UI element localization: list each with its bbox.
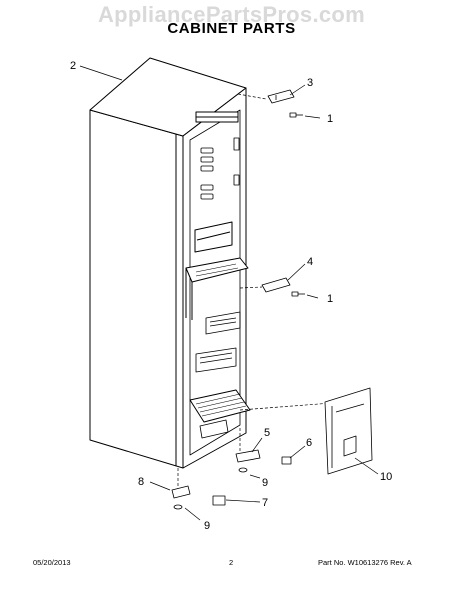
callout-9-left: 9 — [204, 520, 210, 532]
footer-part-info: Part No. W10613276 Rev. A — [318, 558, 412, 567]
front-roller-part — [212, 495, 226, 506]
footer-date: 05/20/2013 — [33, 558, 71, 567]
callout-2: 2 — [70, 60, 76, 72]
callout-7: 7 — [262, 497, 268, 509]
leveling-bracket — [235, 449, 261, 473]
front-leg-bracket — [171, 485, 191, 510]
callout-1-upper: 1 — [327, 113, 333, 125]
middle-hinge-part — [261, 277, 291, 293]
callout-10: 10 — [380, 471, 392, 483]
watermark: AppliancePartsPros.com — [97, 2, 366, 27]
screw-middle — [291, 291, 305, 297]
callout-9-right: 9 — [262, 477, 268, 489]
footer-page-number: 2 — [229, 558, 234, 567]
callout-4: 4 — [307, 256, 313, 268]
callout-1-middle: 1 — [327, 293, 333, 305]
top-hinge-part — [267, 89, 295, 104]
cabinet-side-panel — [89, 109, 184, 469]
callout-8: 8 — [138, 476, 144, 488]
callout-5: 5 — [264, 427, 270, 439]
callout-3: 3 — [307, 77, 313, 89]
callout-6: 6 — [306, 437, 312, 449]
mullion — [185, 257, 249, 283]
roller-part — [281, 456, 292, 465]
base-grille-panel — [324, 387, 373, 475]
screw-upper — [289, 112, 303, 118]
page-title: CABINET PARTS — [167, 20, 296, 37]
